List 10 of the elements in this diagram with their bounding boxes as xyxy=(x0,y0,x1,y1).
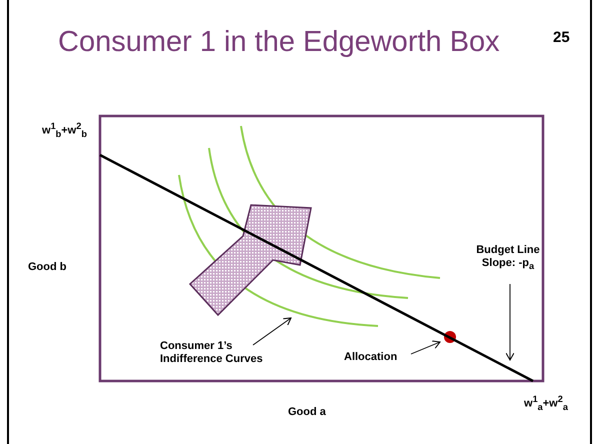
leader-line xyxy=(410,340,440,354)
callout-text: Budget Line Slope: -p$_{a}$ xyxy=(466,244,550,272)
page-number: 25 xyxy=(553,29,570,47)
axis-label: Good b xyxy=(28,261,66,274)
leader-line xyxy=(252,318,292,346)
callout-text: Allocation xyxy=(344,351,414,364)
title: Consumer 1 in the Edgeworth Box xyxy=(58,26,500,59)
callout-text: Consumer 1’s Indifference Curves xyxy=(160,340,285,366)
axis-label: Good a xyxy=(288,406,326,420)
leader-line xyxy=(506,284,514,360)
